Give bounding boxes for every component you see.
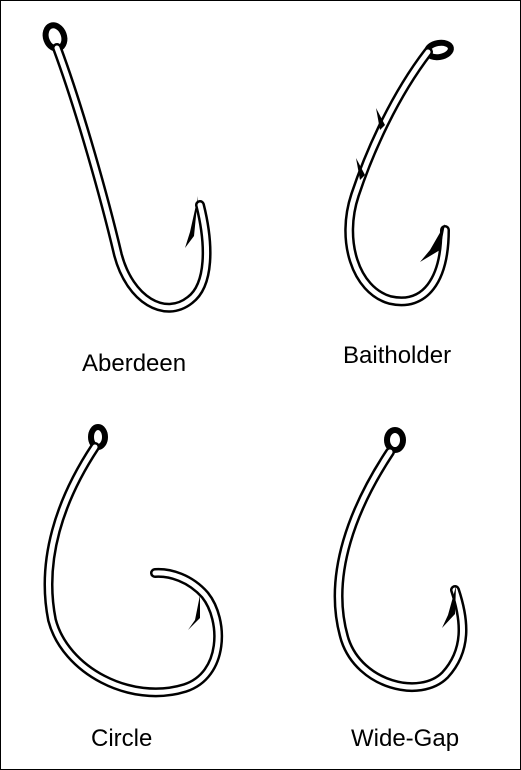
circle-hook xyxy=(49,427,219,692)
label-aberdeen: Aberdeen xyxy=(82,352,186,376)
aberdeen-hook xyxy=(42,23,206,308)
label-baitholder: Baitholder xyxy=(343,344,451,368)
wide-gap-hook xyxy=(339,430,463,687)
label-wide-gap: Wide-Gap xyxy=(351,727,459,751)
baitholder-hook xyxy=(349,41,452,301)
label-circle: Circle xyxy=(91,727,152,751)
